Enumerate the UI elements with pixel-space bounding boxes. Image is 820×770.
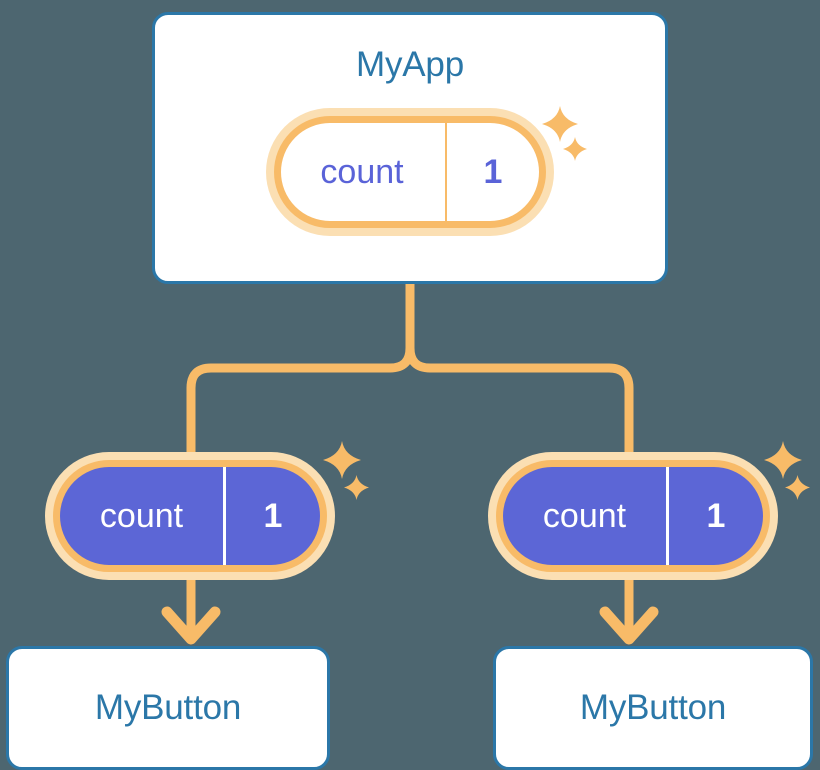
state-value: 1 <box>263 496 283 535</box>
state-value: 1 <box>706 496 726 535</box>
component-card-mybutton-left[interactable]: MyButton <box>6 646 330 770</box>
state-pill-app[interactable]: count 1 <box>274 116 546 228</box>
state-key: count <box>281 123 447 221</box>
connector-branch-right <box>405 343 634 457</box>
state-value: 1 <box>483 152 503 191</box>
sparkle-4-point-small <box>344 475 369 500</box>
state-key: count <box>503 467 669 565</box>
sparkle-4-point-small <box>785 475 810 500</box>
sparkle-4-point-large <box>323 441 361 479</box>
state-pill-left[interactable]: count 1 <box>53 460 327 572</box>
component-label: MyButton <box>579 688 727 727</box>
component-card-mybutton-right[interactable]: MyButton <box>493 646 813 770</box>
sparkle-4-point-large <box>764 441 802 479</box>
component-label: MyButton <box>94 688 242 727</box>
arrow-left-head <box>161 606 221 645</box>
arrow-right-head <box>599 606 659 645</box>
state-key: count <box>60 467 226 565</box>
state-pill-right[interactable]: count 1 <box>496 460 770 572</box>
page-title: MyApp <box>356 45 464 84</box>
connector-trunk <box>186 279 415 457</box>
